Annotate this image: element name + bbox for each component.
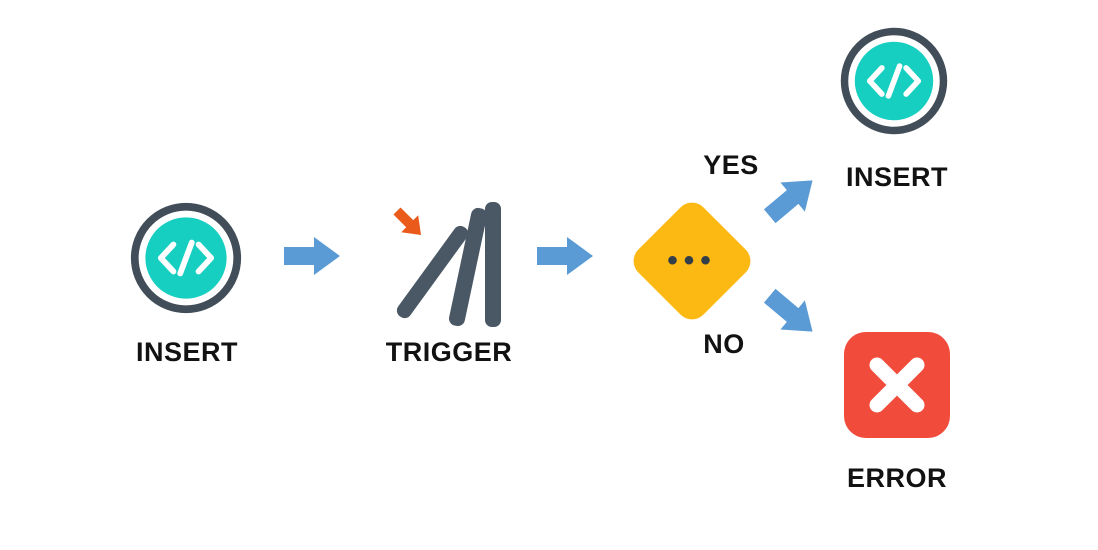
flow-arrow-right-icon — [537, 237, 593, 275]
insert-start-label: INSERT — [135, 337, 238, 367]
error-label: ERROR — [846, 463, 947, 493]
branch-arrow-down-right-icon — [757, 281, 825, 347]
trigger-dominoes-icon — [393, 202, 501, 327]
domino-upright-tile — [485, 202, 501, 327]
code-circle-icon — [838, 25, 950, 137]
domino-falling-tile — [396, 225, 469, 319]
push-arrow-icon — [393, 207, 422, 236]
flow-arrow-right-icon — [284, 237, 340, 275]
decision-dots: ••• — [667, 244, 717, 277]
domino-tilting-tile — [449, 207, 487, 327]
x-mark-icon — [869, 357, 925, 413]
trigger-label: TRIGGER — [385, 337, 513, 367]
no-label: NO — [703, 329, 745, 359]
error-x-icon — [844, 332, 950, 438]
yes-label: YES — [703, 150, 759, 180]
insert-yes-label: INSERT — [845, 162, 948, 192]
code-circle-icon — [128, 200, 244, 316]
